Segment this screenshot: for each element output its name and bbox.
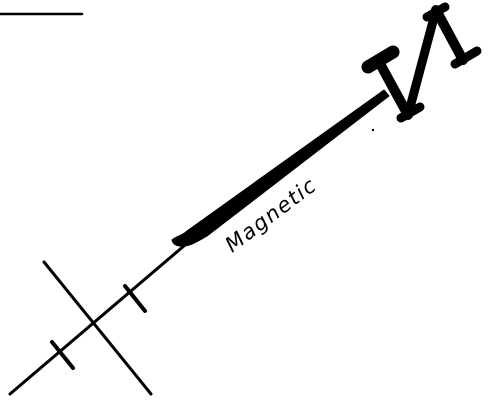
stray-dot: [371, 128, 375, 132]
shaft-tick-upper: [123, 284, 147, 313]
north-n-right-stroke: [431, 5, 468, 65]
meridian-shaft: [8, 243, 187, 396]
north-n-top-serif: [422, 2, 450, 22]
north-n-right-serif: [450, 46, 482, 69]
north-n-diagonal: [403, 5, 441, 120]
north-n-symbol: [361, 2, 482, 123]
shaft-tick-lower: [50, 340, 75, 370]
north-n-bottom-serif: [396, 102, 425, 123]
meridian-cross-line: [42, 260, 153, 396]
north-n-left-stroke: [373, 55, 413, 120]
magnetic-arrow-blade: [171, 89, 390, 247]
